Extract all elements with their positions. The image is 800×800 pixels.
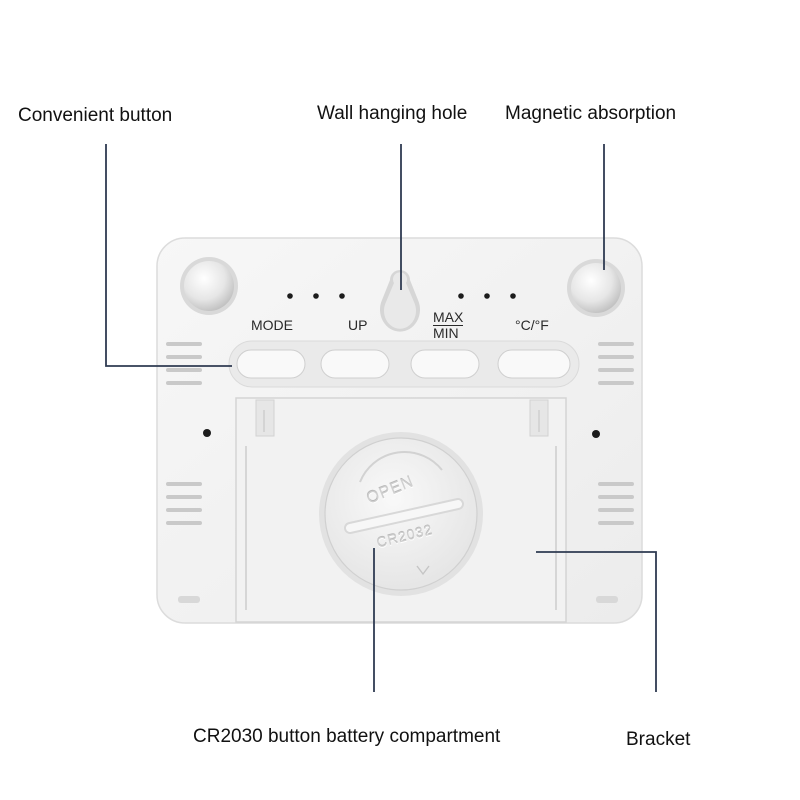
vent-slots-left-lower	[166, 482, 202, 525]
wall-hanging-hole	[379, 270, 420, 332]
indicator-dots-right	[458, 293, 516, 299]
callout-battery-compartment: CR2030 button battery compartment	[193, 726, 501, 747]
max-label: MAX	[433, 309, 464, 326]
unit-label: °C/°F	[515, 317, 549, 333]
callout-wall-hanging-hole: Wall hanging hole	[317, 103, 468, 124]
up-button[interactable]	[320, 349, 390, 379]
foot-right	[596, 596, 618, 603]
callout-magnetic-absorption: Magnetic absorption	[505, 103, 677, 124]
up-label: UP	[348, 317, 368, 333]
vent-slots-right-upper	[598, 342, 634, 385]
button-strip	[228, 340, 580, 388]
callout-line-convenient	[105, 144, 232, 367]
callout-bracket: Bracket	[626, 729, 691, 750]
vent-slots-right-lower	[598, 482, 634, 525]
callout-line-bracket	[536, 551, 657, 692]
battery-cover	[319, 432, 483, 596]
side-dot-left	[203, 429, 211, 437]
indicator-dots-left	[287, 293, 345, 299]
vent-slots-left-upper	[166, 342, 202, 385]
magnet-left	[180, 257, 238, 315]
unit-button[interactable]	[497, 349, 571, 379]
callout-lines	[105, 144, 657, 692]
callout-convenient-button: Convenient button	[18, 105, 173, 126]
mode-button[interactable]	[236, 349, 306, 379]
min-label: MIN	[433, 325, 459, 341]
side-dot-right	[592, 430, 600, 438]
foot-left	[178, 596, 200, 603]
magnet-right	[567, 259, 625, 317]
max-min-button[interactable]	[410, 349, 480, 379]
mode-label: MODE	[251, 317, 293, 333]
